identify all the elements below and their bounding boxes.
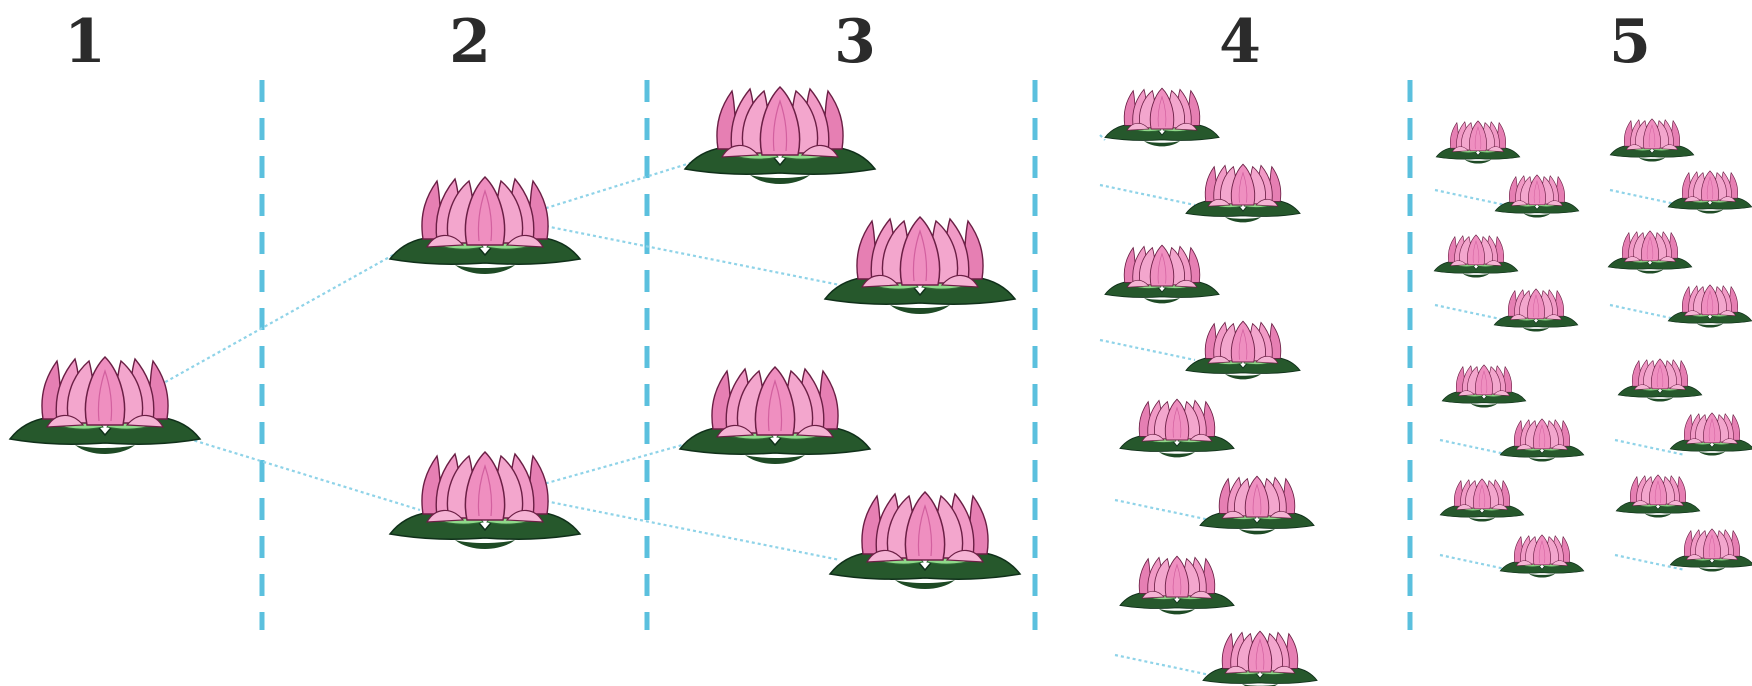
stage-4-lotus-flower-icon [1199, 475, 1315, 535]
stage-4-lotus-flower-icon [1119, 555, 1235, 615]
stage-4-lotus-flower-icon [1185, 163, 1301, 223]
stage-3-lotus-flower-icon [684, 86, 876, 185]
stage-5-lotus-flower-icon [1499, 534, 1585, 578]
stage-5-lotus-flower-icon [1435, 120, 1521, 164]
stage-4-lotus-flower-icon [1104, 244, 1220, 304]
stage-label-3: 3 [834, 7, 876, 77]
stage-5-lotus-flower-icon [1493, 288, 1579, 332]
stage-4-lotus-flower-icon [1185, 320, 1301, 380]
stage-5-lotus-flower-icon [1667, 170, 1752, 214]
stage-5-lotus-flower-icon [1609, 118, 1695, 162]
stage-5-lotus-flower-icon [1494, 174, 1580, 218]
stage-4-lotus-flower-icon [1202, 630, 1318, 686]
stage-5-lotus-flower-icon [1499, 418, 1585, 462]
stage-5-lotus-flower-icon [1441, 364, 1527, 408]
stage-5-lotus-flower-icon [1439, 478, 1525, 522]
stage-label-4: 4 [1219, 7, 1261, 77]
stage-label-1: 1 [64, 7, 106, 77]
stage-5-lotus-flower-icon [1669, 528, 1752, 572]
stage-5-lotus-flower-icon [1669, 412, 1752, 456]
stage-4-lotus-flower-icon [1119, 398, 1235, 458]
stage-label-2: 2 [449, 7, 491, 77]
stage-5-lotus-flower-icon [1433, 234, 1519, 278]
stage-3-lotus-flower-icon [824, 216, 1016, 315]
stage-2-lotus-flower-icon [389, 176, 581, 275]
connection-lines [159, 134, 1686, 677]
stage-label-5: 5 [1609, 7, 1651, 77]
stage-1-lotus-flower-icon [9, 356, 201, 455]
stage-3-lotus-flower-icon [679, 366, 871, 465]
stage-5-lotus-flower-icon [1607, 230, 1693, 274]
stage-5-lotus-flower-icon [1617, 358, 1703, 402]
stage-5-lotus-flower-icon [1667, 284, 1752, 328]
stage-2-lotus-flower-icon [389, 451, 581, 550]
stage-5-lotus-flower-icon [1615, 474, 1701, 518]
stage-4-lotus-flower-icon [1104, 87, 1220, 147]
stage-3-lotus-flower-icon [829, 491, 1021, 590]
